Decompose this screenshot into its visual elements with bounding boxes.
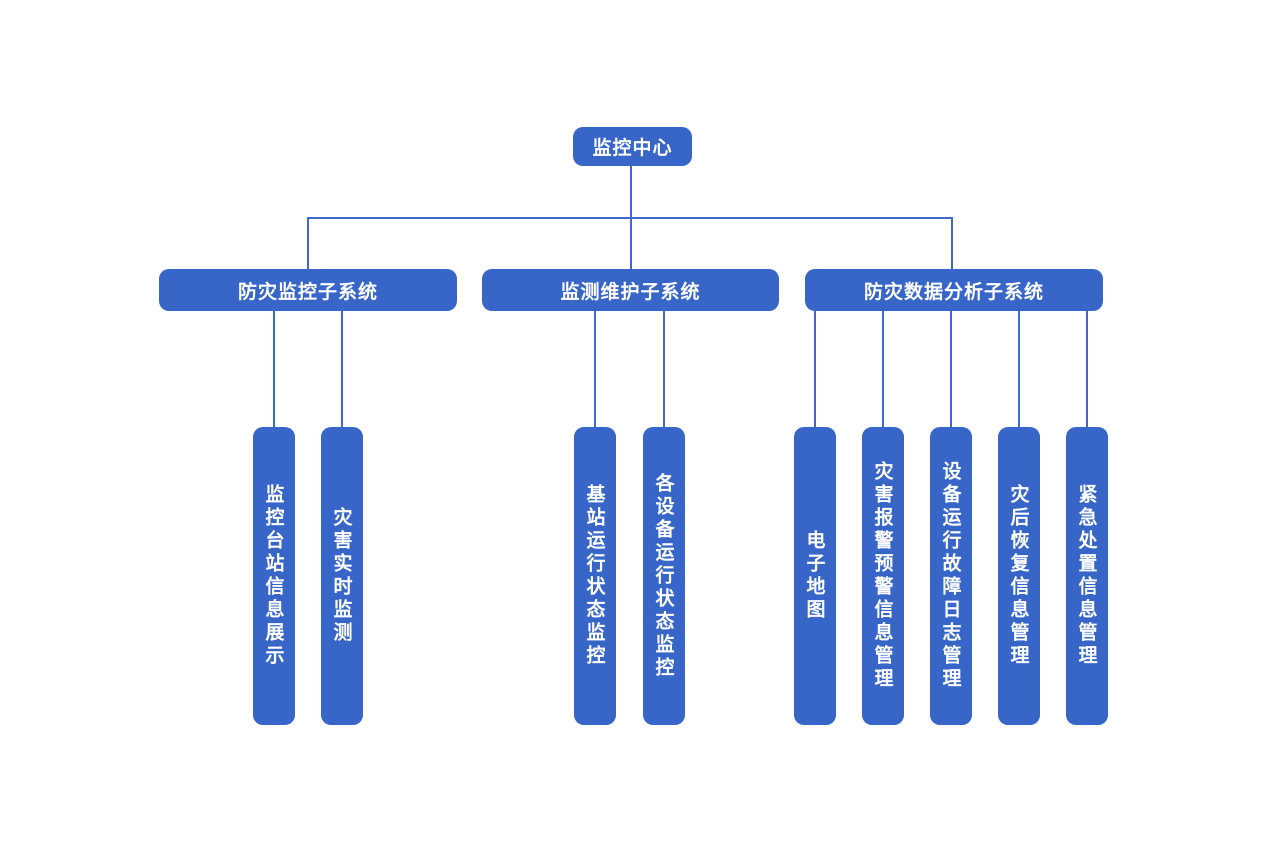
connector-drop-leaf-1 [273,311,275,427]
node-alarm-warning-info-management: 灾害报警预警信息管理 [862,427,904,725]
node-electronic-map: 电子地图 [794,427,836,725]
node-station-info-display: 监控台站信息展示 [253,427,295,725]
connector-drop-branch-2 [630,217,632,269]
connector-drop-leaf-3 [594,311,596,427]
connector-drop-leaf-6 [882,311,884,427]
connector-root-trunk [630,166,632,217]
connector-drop-leaf-7 [950,311,952,427]
node-base-station-status-monitoring: 基站运行状态监控 [574,427,616,725]
connector-drop-leaf-2 [341,311,343,427]
connector-drop-leaf-5 [814,311,816,427]
node-disaster-prevention-monitoring-subsystem: 防灾监控子系统 [159,269,457,311]
node-realtime-disaster-monitoring: 灾害实时监测 [321,427,363,725]
connector-drop-leaf-8 [1018,311,1020,427]
node-equipment-status-monitoring: 各设备运行状态监控 [643,427,685,725]
node-post-disaster-recovery-info-management: 灾后恢复信息管理 [998,427,1040,725]
node-emergency-disposal-info-management: 紧急处置信息管理 [1066,427,1108,725]
node-monitoring-maintenance-subsystem: 监测维护子系统 [482,269,779,311]
node-monitoring-center: 监控中心 [573,127,692,166]
connector-drop-leaf-4 [663,311,665,427]
connector-drop-branch-3 [951,217,953,269]
connector-drop-branch-1 [307,217,309,269]
connector-drop-leaf-9 [1086,311,1088,427]
node-fault-log-management: 设备运行故障日志管理 [930,427,972,725]
node-disaster-data-analysis-subsystem: 防灾数据分析子系统 [805,269,1103,311]
